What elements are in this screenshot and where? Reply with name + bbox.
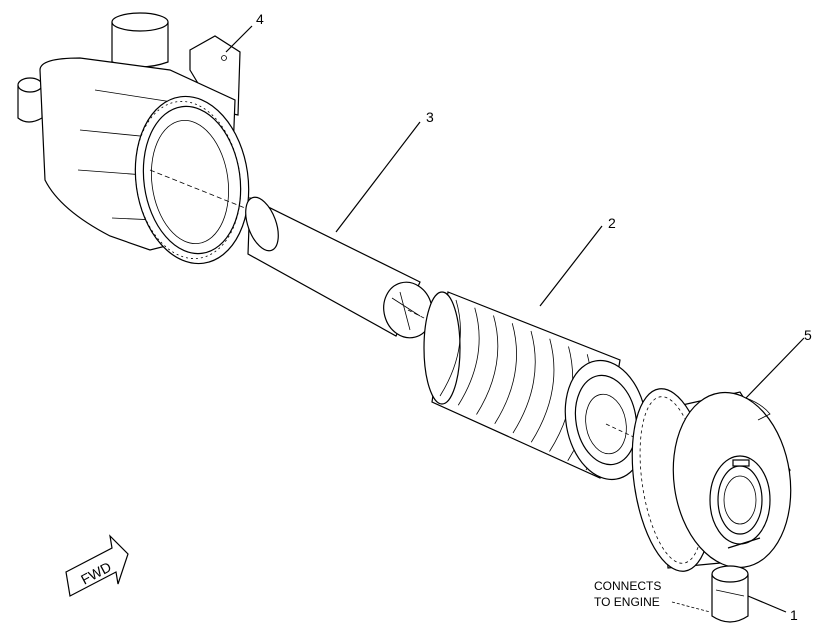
end-cover-part-5 — [631, 388, 792, 623]
leader-line-4 — [225, 25, 253, 53]
forward-arrow-icon — [65, 534, 129, 597]
forward-arrow: FWD — [65, 534, 129, 597]
leader-line-2 — [539, 225, 603, 307]
callout-5: 5 — [804, 327, 812, 343]
callout-4: 4 — [256, 11, 264, 27]
pleat-line — [457, 307, 480, 406]
callout-1: 1 — [790, 607, 798, 623]
pleat-line — [439, 299, 461, 397]
leader-lines — [225, 25, 805, 613]
pleat-line — [530, 338, 555, 443]
note-line-2: TO ENGINE — [594, 595, 660, 609]
inner-element-part-3 — [245, 196, 437, 339]
note-leader-line — [671, 601, 711, 613]
pleat-line — [476, 315, 499, 415]
leader-line-3 — [335, 121, 421, 233]
callout-3: 3 — [426, 109, 434, 125]
note-line-1: CONNECTS — [594, 579, 661, 593]
leader-line-1 — [747, 595, 787, 613]
leader-line-5 — [745, 337, 805, 399]
callout-2: 2 — [608, 215, 616, 231]
primary-element-part-2 — [423, 291, 648, 481]
pleat-line — [512, 330, 536, 434]
housing-part-4 — [17, 12, 251, 265]
pleat-line — [494, 323, 517, 424]
